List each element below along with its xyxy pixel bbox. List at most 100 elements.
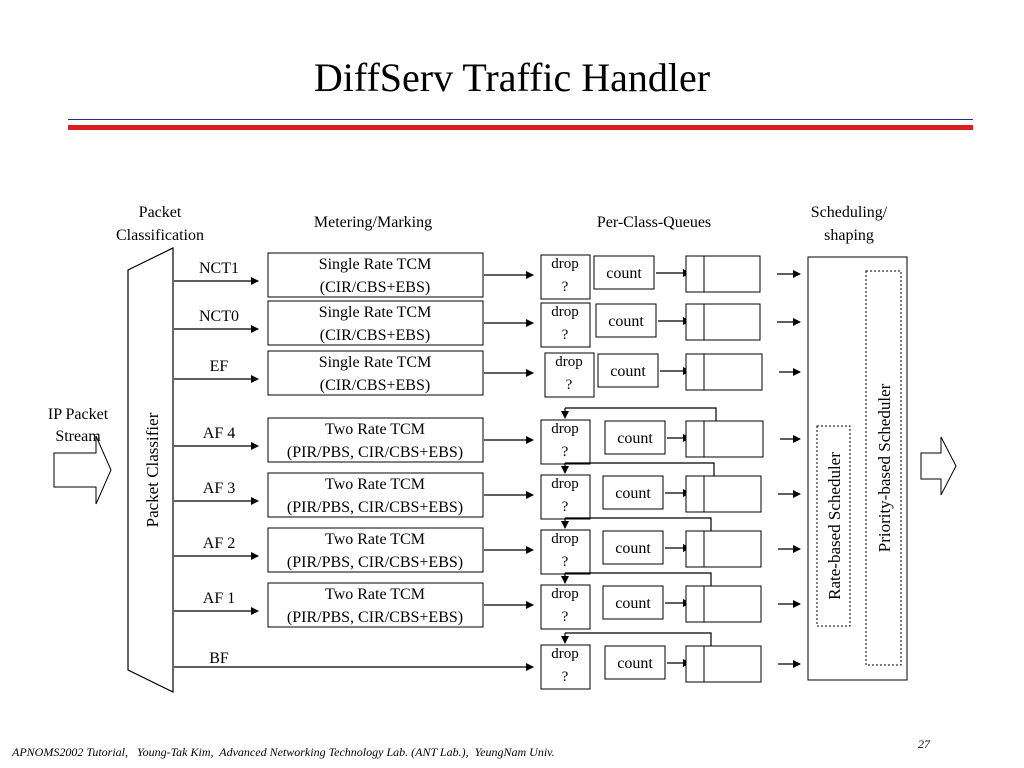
packet-classifier-label: Packet Classifier [143,412,162,527]
count-label: count [606,265,642,282]
meter-label-line2: (PIR/PBS, CIR/CBS+EBS) [287,554,463,571]
drop-label-line2: ? [562,554,569,570]
input-label-line2: Stream [55,428,101,445]
drop-label-line2: ? [562,609,569,625]
drop-label-line2: ? [562,444,569,460]
drop-label-line1: drop [551,531,579,547]
feedback-line [565,517,712,531]
queue-buffer [685,303,761,341]
rate-scheduler-label: Rate-based Scheduler [825,452,844,600]
priority-scheduler-box [865,270,902,666]
header-scheduling-line1: Scheduling/ [811,204,888,221]
meter-box [267,472,484,518]
page-number: 27 [918,737,930,751]
drop-label-line2: ? [562,279,569,295]
drop-box [540,644,591,690]
queue-buffer [685,255,761,293]
drop-box [540,302,591,348]
class-label: AF 1 [203,590,235,607]
title-rule-blue [68,119,973,120]
count-box [602,530,664,565]
drop-label-line2: ? [562,499,569,515]
count-box [604,420,666,455]
count-box [597,353,659,388]
count-label: count [617,430,653,447]
header-classification-line1: Packet [139,204,182,221]
meter-label-line1: Two Rate TCM [325,421,425,438]
drop-label-line1: drop [551,256,579,272]
meter-label-line2: (PIR/PBS, CIR/CBS+EBS) [287,609,463,626]
feedback-line [565,462,715,476]
drop-box [540,254,591,300]
drop-box [540,474,591,520]
meter-label-line2: (PIR/PBS, CIR/CBS+EBS) [287,499,463,516]
class-label: BF [209,650,229,667]
packet-classifier-block [127,247,174,693]
queue-buffer [685,420,764,458]
header-metering: Metering/Marking [314,214,432,231]
drop-box [544,352,595,398]
drop-box [540,584,591,630]
meter-label-line2: (CIR/CBS+EBS) [320,327,430,344]
output-arrow [920,436,957,496]
drop-label-line2: ? [562,327,569,343]
rate-scheduler-box [816,425,851,627]
slide-footer: APNOMS2002 Tutorial, Young-Tak Kim, Adva… [12,745,555,759]
count-label: count [615,595,651,612]
meter-label-line1: Single Rate TCM [319,354,432,371]
feedback-line [565,632,712,646]
drop-box [540,419,591,465]
drop-label-line1: drop [551,421,579,437]
class-label: EF [210,358,229,375]
meter-label-line1: Two Rate TCM [325,586,425,603]
meter-box [267,252,484,298]
class-label: NCT1 [199,260,239,277]
meter-label-line1: Single Rate TCM [319,256,432,273]
meter-box [267,350,484,396]
drop-label-line2: ? [562,669,569,685]
slide-title: DiffServ Traffic Handler [313,55,711,100]
queue-buffer [685,530,762,568]
count-box [593,255,655,290]
input-label-line1: IP Packet [48,406,109,423]
count-label: count [617,655,653,672]
class-label: NCT0 [199,308,239,325]
drop-label-line1: drop [551,476,579,492]
meter-box [267,300,484,346]
count-box [602,475,664,510]
queue-buffer [685,645,762,683]
meter-box [267,527,484,573]
drop-label-line2: ? [566,377,573,393]
count-label: count [615,540,651,557]
queue-buffer [685,353,763,391]
header-queues: Per-Class-Queues [597,214,711,231]
title-rule-red [68,125,973,130]
drop-label-line1: drop [555,354,583,370]
meter-box [267,417,484,463]
meter-label-line1: Two Rate TCM [325,476,425,493]
count-box [604,645,666,680]
meter-label-line1: Two Rate TCM [325,531,425,548]
meter-label-line2: (PIR/PBS, CIR/CBS+EBS) [287,444,463,461]
meter-label-line1: Single Rate TCM [319,304,432,321]
input-arrow [53,435,112,505]
meter-label-line2: (CIR/CBS+EBS) [320,279,430,296]
drop-label-line1: drop [551,646,579,662]
class-label: AF 3 [203,480,235,497]
class-label: AF 2 [203,535,235,552]
class-label: AF 4 [203,425,235,442]
feedback-line [565,572,712,586]
drop-label-line1: drop [551,304,579,320]
count-label: count [615,485,651,502]
count-label: count [610,363,646,380]
count-box [595,303,657,338]
header-classification-line2: Classification [116,227,204,244]
priority-scheduler-label: Priority-based Scheduler [875,383,894,552]
header-scheduling-line2: shaping [824,227,874,244]
count-box [602,585,664,620]
feedback-line [565,407,717,421]
count-label: count [608,313,644,330]
meter-label-line2: (CIR/CBS+EBS) [320,377,430,394]
